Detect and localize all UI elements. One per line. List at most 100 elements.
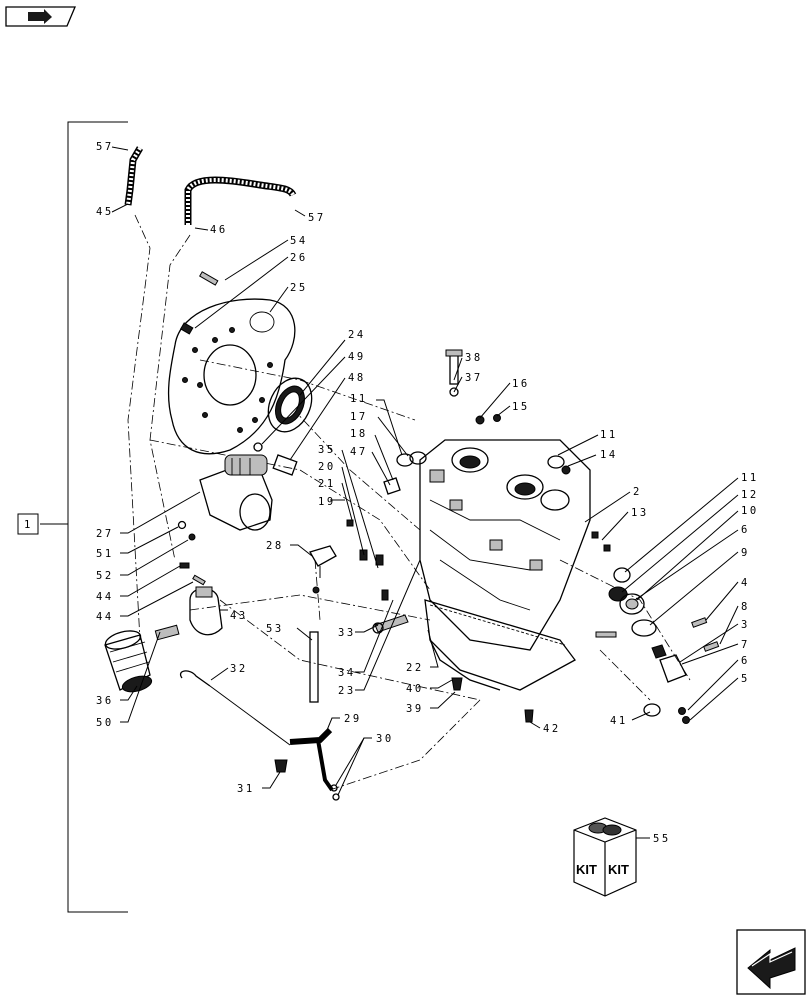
tube [309, 631, 319, 703]
callout-30: 30 [376, 733, 394, 745]
kit-box-icon: KIT KIT [573, 817, 637, 897]
oil-seal [267, 377, 313, 433]
reference-box-label: 1 [24, 519, 33, 531]
callout-42: 42 [543, 723, 561, 735]
callout-12: 12 [741, 489, 759, 501]
kit-label-right: KIT [608, 862, 629, 877]
dowel [179, 322, 194, 335]
callout-14: 14 [600, 449, 618, 461]
filter-nipple [154, 624, 180, 641]
bushing [383, 451, 427, 495]
callout-34: 34 [338, 667, 356, 679]
callout-2: 2 [633, 486, 642, 498]
callout-labels: 57 45 46 57 54 26 25 24 49 48 38 37 16 1… [96, 141, 759, 845]
o-ring [253, 442, 263, 452]
callout-10: 10 [741, 505, 759, 517]
callout-55: 55 [653, 833, 671, 845]
bushing [547, 455, 565, 469]
pressure-switch [309, 545, 337, 594]
sensor-parts [591, 531, 617, 638]
callout-35: 35 [318, 444, 336, 456]
callout-46: 46 [210, 224, 228, 236]
callout-23: 23 [338, 685, 356, 697]
leader-lines [111, 146, 739, 839]
callout-54: 54 [290, 235, 308, 247]
arrow-icon [28, 9, 52, 24]
flywheel-housing-plate [167, 298, 296, 455]
callout-44: 44 [96, 611, 114, 623]
callout-8: 8 [741, 601, 750, 613]
callout-50: 50 [96, 717, 114, 729]
callout-21: 21 [318, 478, 336, 490]
callout-4: 4 [741, 577, 750, 589]
callout-6: 6 [741, 524, 750, 536]
callout-31: 31 [237, 783, 255, 795]
oil-pressure-sender [651, 617, 720, 724]
callout-51: 51 [96, 548, 114, 560]
callout-52: 52 [96, 570, 114, 582]
plug [475, 415, 485, 425]
dipstick-assembly [179, 670, 340, 801]
callout-57: 57 [308, 212, 326, 224]
callout-20: 20 [318, 461, 336, 473]
pan-bolts [346, 519, 409, 634]
callout-43: 43 [230, 610, 248, 622]
callout-57: 57 [96, 141, 114, 153]
engine-block [419, 439, 591, 651]
callout-9: 9 [741, 547, 750, 559]
callout-25: 25 [290, 282, 308, 294]
callout-5: 5 [741, 673, 750, 685]
stud [199, 271, 219, 286]
callout-40: 40 [406, 683, 424, 695]
callout-36: 36 [96, 695, 114, 707]
reference-box [17, 513, 39, 535]
callout-33: 33 [338, 627, 356, 639]
callout-28: 28 [266, 540, 284, 552]
cover-plate [272, 454, 298, 476]
callout-7: 7 [741, 639, 750, 651]
navigation-icon-top[interactable] [5, 6, 76, 27]
callout-17: 17 [350, 411, 368, 423]
callout-26: 26 [290, 252, 308, 264]
callout-6: 6 [741, 655, 750, 667]
callout-49: 49 [348, 351, 366, 363]
washer [177, 520, 187, 530]
callout-24: 24 [348, 329, 366, 341]
callout-47: 47 [350, 446, 368, 458]
navigation-icon-bottom[interactable] [736, 929, 806, 995]
filter-adapter [189, 586, 223, 636]
oil-filter [104, 630, 153, 693]
callout-11: 11 [741, 472, 759, 484]
callout-29: 29 [344, 713, 362, 725]
callout-41: 41 [610, 715, 628, 727]
callout-15: 15 [512, 401, 530, 413]
camshaft-bushings [608, 567, 661, 717]
callout-11: 11 [350, 393, 368, 405]
callout-16: 16 [512, 378, 530, 390]
arrow-icon [747, 947, 796, 990]
plug [179, 562, 190, 569]
starter-motor [199, 454, 273, 531]
callout-11: 11 [600, 429, 618, 441]
kit-label-left: KIT [576, 862, 597, 877]
callout-22: 22 [406, 662, 424, 674]
head-bolt [445, 349, 463, 397]
callout-3: 3 [741, 619, 750, 631]
callout-32: 32 [230, 663, 248, 675]
callout-19: 19 [318, 496, 336, 508]
callout-45: 45 [96, 206, 114, 218]
callout-38: 38 [465, 352, 483, 364]
callout-37: 37 [465, 372, 483, 384]
group-bracket [67, 121, 128, 913]
callout-18: 18 [350, 428, 368, 440]
callout-44: 44 [96, 591, 114, 603]
breather-hoses [124, 146, 297, 225]
callout-53: 53 [266, 623, 284, 635]
callout-27: 27 [96, 528, 114, 540]
callout-48: 48 [348, 372, 366, 384]
callout-13: 13 [631, 507, 649, 519]
callout-39: 39 [406, 703, 424, 715]
bolt [192, 574, 206, 586]
oil-pan [424, 599, 576, 723]
